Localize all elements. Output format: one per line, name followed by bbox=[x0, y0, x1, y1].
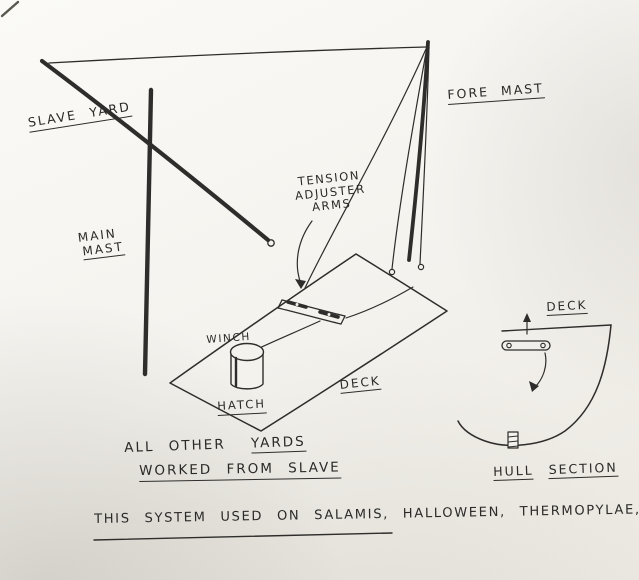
tension-adjuster-label: TENSION ADJUSTER ARMS bbox=[293, 168, 368, 217]
fore-stay-right-block bbox=[417, 263, 425, 271]
hull-mast-arrowhead bbox=[523, 313, 531, 322]
tension-arm-left-pivot bbox=[295, 303, 299, 306]
slave-yard-tip bbox=[267, 239, 275, 247]
tension-pointer-arrow-line bbox=[296, 220, 313, 282]
hull-caption-word1: HULL bbox=[492, 462, 535, 481]
track-left-cap bbox=[277, 299, 283, 309]
hull-rotation-arrow-line bbox=[534, 352, 547, 388]
track-lower-line bbox=[277, 307, 342, 325]
fore-stay-right bbox=[419, 46, 430, 265]
hull-caption-word2: SECTION bbox=[548, 459, 619, 480]
winch-drum-top bbox=[229, 342, 265, 362]
hull-deck-line bbox=[501, 324, 612, 332]
paper-crease bbox=[0, 0, 20, 18]
main-mast-spar bbox=[142, 87, 154, 377]
main-mast-label: MAIN MAST bbox=[77, 226, 125, 262]
slave-yard-spar bbox=[39, 58, 271, 243]
hull-section-caption: HULL SECTION bbox=[492, 459, 619, 481]
winch-body bbox=[230, 351, 264, 390]
winch-wire bbox=[252, 320, 321, 352]
footer-underline bbox=[93, 532, 393, 541]
note-line1-prefix: ALL OTHER bbox=[123, 436, 226, 456]
fore-stay-left bbox=[391, 46, 428, 270]
hull-arm-pivot-right bbox=[540, 342, 546, 349]
aft-wire bbox=[345, 286, 414, 319]
hull-fitting bbox=[507, 431, 519, 449]
note-line1-underlined: YARDS bbox=[250, 433, 307, 454]
hull-arm-pivot-left bbox=[506, 342, 512, 349]
fore-stay-left-block bbox=[388, 268, 396, 276]
hull-fitting-hatch bbox=[507, 435, 519, 448]
tension-pointer-arrowhead bbox=[295, 279, 306, 289]
tension-arm-right-pivot bbox=[327, 313, 331, 316]
hull-deck-label: DECK bbox=[546, 297, 588, 317]
halyard-line bbox=[304, 48, 427, 289]
hull-tension-arm bbox=[501, 340, 551, 351]
track-right-cap bbox=[340, 315, 346, 325]
other-yards-note-line2: WORKED FROM SLAVE bbox=[139, 459, 341, 482]
hatch-label: HATCH bbox=[217, 396, 267, 416]
hull-rotation-arrowhead bbox=[529, 381, 539, 392]
fore-mast-spar bbox=[407, 40, 430, 262]
head-stay-line bbox=[48, 46, 427, 64]
hull-curve bbox=[457, 324, 612, 447]
